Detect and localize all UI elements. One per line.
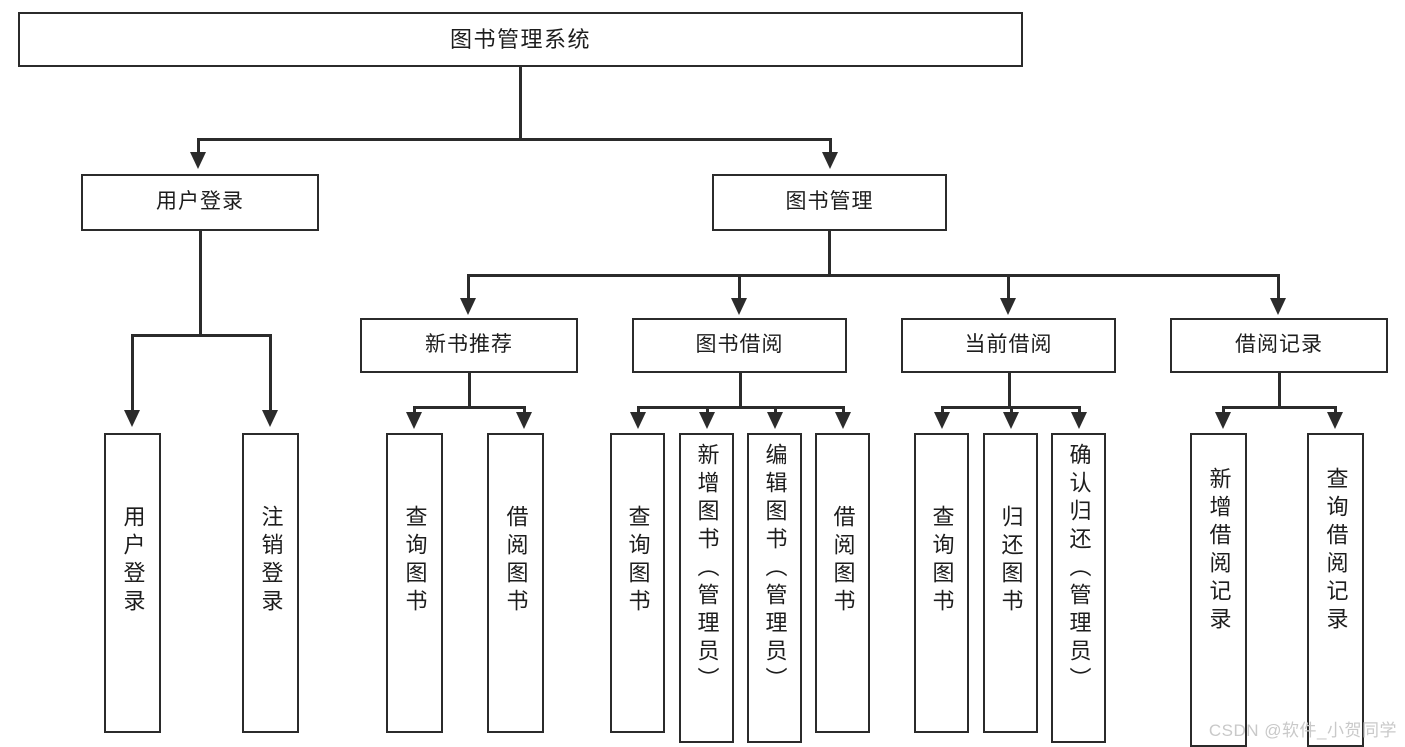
arrow-bb-to-leaf4 xyxy=(835,412,851,429)
node-label: 新增图书（管理员） xyxy=(694,443,720,695)
arrow-newbook-to-leaf2 xyxy=(516,412,532,429)
node-current-borrow[interactable]: 当前借阅 xyxy=(901,318,1116,373)
leaf-add-book-admin[interactable]: 新增图书（管理员） xyxy=(679,433,734,743)
arrow-bb-to-leaf3 xyxy=(767,412,783,429)
arrow-cb-to-leaf2 xyxy=(1003,412,1019,429)
connector-book-management-stem xyxy=(828,231,831,276)
connector-bm-to-new-book xyxy=(467,274,470,300)
arrow-bm-to-current xyxy=(1000,298,1016,315)
node-new-book-recommend[interactable]: 新书推荐 xyxy=(360,318,578,373)
node-label: 图书借阅 xyxy=(695,333,784,357)
leaf-query-book-borrow[interactable]: 查询图书 xyxy=(610,433,665,733)
csdn-watermark: CSDN @软件_小贺同学 xyxy=(1208,721,1397,740)
arrow-cb-to-leaf3 xyxy=(1071,412,1087,429)
leaf-return-book[interactable]: 归还图书 xyxy=(983,433,1038,733)
connector-bookborrow-bar xyxy=(637,406,844,409)
connector-records-stem xyxy=(1278,373,1281,409)
arrow-user-login-to-leaf1 xyxy=(124,410,140,427)
connector-user-login-bar xyxy=(131,334,271,337)
arrow-bb-to-leaf2 xyxy=(699,412,715,429)
node-book-borrow[interactable]: 图书借阅 xyxy=(632,318,847,373)
connector-bb-to-leaf1 xyxy=(637,406,640,414)
arrow-root-to-user-login xyxy=(190,152,206,169)
connector-cb-to-leaf3 xyxy=(1078,406,1081,414)
node-label: 借阅记录 xyxy=(1235,333,1323,357)
node-borrow-records[interactable]: 借阅记录 xyxy=(1170,318,1388,373)
connector-bm-to-records xyxy=(1277,274,1280,300)
connector-bb-to-leaf4 xyxy=(842,406,845,414)
arrow-user-login-to-leaf2 xyxy=(262,410,278,427)
leaf-add-borrow-record[interactable]: 新增借阅记录 xyxy=(1190,433,1247,747)
connector-user-login-stem xyxy=(199,231,202,336)
node-root-book-management-system[interactable]: 图书管理系统 xyxy=(18,12,1023,67)
arrow-bm-to-records xyxy=(1270,298,1286,315)
node-label: 确认归还（管理员） xyxy=(1066,443,1092,695)
node-user-login[interactable]: 用户登录 xyxy=(81,174,319,231)
leaf-confirm-return-admin[interactable]: 确认归还（管理员） xyxy=(1051,433,1106,743)
node-label: 图书管理系统 xyxy=(449,26,591,52)
leaf-query-borrow-record[interactable]: 查询借阅记录 xyxy=(1307,433,1364,747)
arrow-bm-to-borrow xyxy=(731,298,747,315)
node-book-management[interactable]: 图书管理 xyxy=(712,174,947,231)
arrow-rec-to-leaf2 xyxy=(1327,412,1343,429)
node-label: 图书管理 xyxy=(785,190,874,214)
connector-rec-to-leaf1 xyxy=(1222,406,1225,414)
node-label: 新书推荐 xyxy=(425,333,513,357)
connector-root-to-book-management xyxy=(829,138,832,154)
arrow-bb-to-leaf1 xyxy=(630,412,646,429)
connector-currentborrow-stem xyxy=(1008,373,1011,409)
leaf-query-book-current[interactable]: 查询图书 xyxy=(914,433,969,733)
connector-bookborrow-stem xyxy=(739,373,742,409)
leaf-borrow-book-newbook[interactable]: 借阅图书 xyxy=(487,433,544,733)
connector-user-login-to-leaf1 xyxy=(131,334,134,412)
arrow-cb-to-leaf1 xyxy=(934,412,950,429)
connector-newbook-bar xyxy=(413,406,525,409)
node-label: 新增借阅记录 xyxy=(1206,467,1232,635)
node-label: 查询借阅记录 xyxy=(1323,467,1349,635)
connector-records-bar xyxy=(1222,406,1335,409)
connector-root-stem xyxy=(519,67,522,140)
connector-user-login-to-leaf2 xyxy=(269,334,272,412)
node-label: 用户登录 xyxy=(120,505,146,617)
leaf-query-book-newbook[interactable]: 查询图书 xyxy=(386,433,443,733)
leaf-user-login[interactable]: 用户登录 xyxy=(104,433,161,733)
node-label: 用户登录 xyxy=(156,190,244,214)
node-label: 注销登录 xyxy=(258,505,284,617)
connector-cb-to-leaf1 xyxy=(941,406,944,414)
connector-cb-to-leaf2 xyxy=(1010,406,1013,414)
arrow-bm-to-new-book xyxy=(460,298,476,315)
leaf-edit-book-admin[interactable]: 编辑图书（管理员） xyxy=(747,433,802,743)
node-label: 编辑图书（管理员） xyxy=(762,443,788,695)
connector-newbook-to-leaf2 xyxy=(523,406,526,414)
node-label: 查询图书 xyxy=(929,505,955,617)
node-label: 归还图书 xyxy=(998,505,1024,617)
connector-bb-to-leaf3 xyxy=(774,406,777,414)
connector-book-management-bar xyxy=(467,274,1279,277)
connector-bb-to-leaf2 xyxy=(706,406,709,414)
node-label: 查询图书 xyxy=(402,505,428,617)
node-label: 借阅图书 xyxy=(830,505,856,617)
connector-bm-to-current xyxy=(1007,274,1010,300)
arrow-newbook-to-leaf1 xyxy=(406,412,422,429)
arrow-root-to-book-management xyxy=(822,152,838,169)
connector-root-to-user-login xyxy=(197,138,200,154)
node-label: 查询图书 xyxy=(625,505,651,617)
leaf-borrow-book-borrow[interactable]: 借阅图书 xyxy=(815,433,870,733)
node-label: 借阅图书 xyxy=(503,505,529,617)
arrow-rec-to-leaf1 xyxy=(1215,412,1231,429)
connector-rec-to-leaf2 xyxy=(1334,406,1337,414)
node-label: 当前借阅 xyxy=(964,333,1053,357)
connector-root-bar xyxy=(197,138,831,141)
connector-newbook-to-leaf1 xyxy=(413,406,416,414)
connector-bm-to-borrow xyxy=(738,274,741,300)
connector-newbook-stem xyxy=(468,373,471,409)
leaf-logout[interactable]: 注销登录 xyxy=(242,433,299,733)
